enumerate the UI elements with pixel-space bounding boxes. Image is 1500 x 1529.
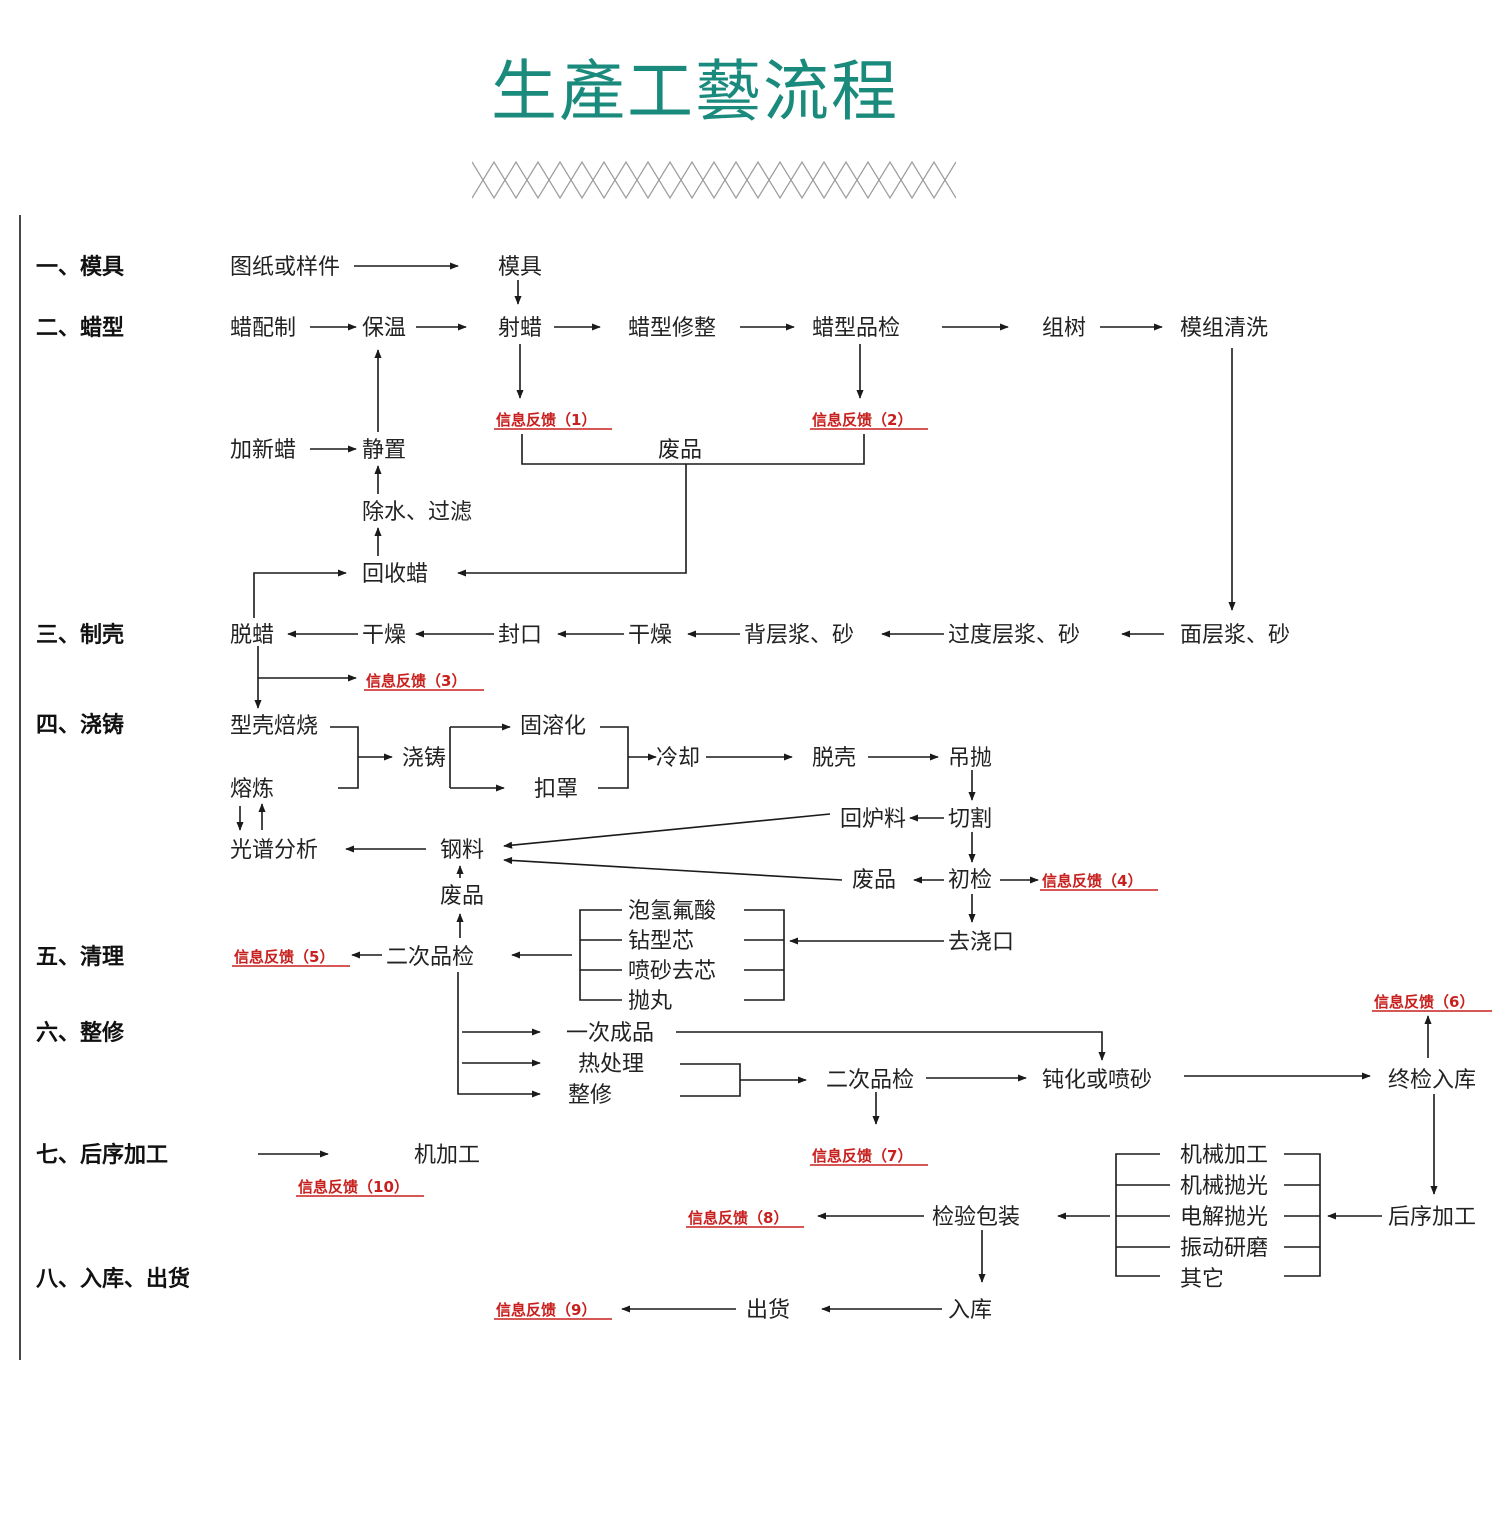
node-final-check: 终检入库 [1388,1068,1476,1093]
feedback-2: 信息反馈（2） [812,411,912,429]
node-post-process: 后序加工 [1388,1205,1476,1230]
node-recycle-wax: 回收蜡 [362,562,428,587]
section-casting-label: 四、浇铸 [36,712,124,738]
section-finishing-label: 六、整修 [36,1020,125,1046]
node-reject-second-check: 废品 [440,884,484,909]
feedback-5: 信息反馈（5） [234,948,334,966]
node-shot-blast: 抛丸 [628,989,672,1014]
node-mech-machining: 机械加工 [1180,1143,1268,1168]
node-inject-wax: 射蜡 [498,316,542,341]
node-other: 其它 [1180,1267,1224,1292]
node-mech-polish: 机械抛光 [1180,1174,1268,1199]
node-shell-remove: 脱壳 [812,746,856,771]
node-sandblast-core: 喷砂去芯 [628,959,716,984]
node-spectral-analysis: 光谱分析 [230,838,318,863]
node-return-material: 回炉料 [840,807,906,832]
feedback-10: 信息反馈（10） [298,1178,409,1196]
node-cut: 切割 [948,807,992,832]
node-hang-polish: 吊抛 [948,746,992,771]
node-solution: 固溶化 [520,714,586,739]
node-back-coat: 背层浆、砂 [744,623,854,648]
zigzag-ornament [472,160,956,200]
node-wax-check: 蜡型品检 [812,316,900,341]
section-cleaning-label: 五、清理 [36,944,124,970]
node-passivate: 钝化或喷砂 [1042,1068,1152,1093]
node-drill-core: 钻型芯 [628,929,694,954]
section-wax-label: 二、蜡型 [36,316,124,341]
node-face-coat: 面层浆、砂 [1180,623,1290,648]
node-second-check-2: 二次品检 [826,1068,914,1093]
node-mold: 模具 [498,255,542,280]
node-vibration-grind: 振动研磨 [1180,1236,1268,1261]
node-melt: 熔炼 [230,777,274,802]
feedback-4: 信息反馈（4） [1042,872,1142,890]
node-remove-gate: 去浇口 [948,930,1014,955]
feedback-6: 信息反馈（6） [1374,993,1474,1011]
node-add-wax: 加新蜡 [230,438,296,463]
node-machining: 机加工 [414,1143,480,1168]
node-dewax: 脱蜡 [230,623,274,648]
node-keep-warm: 保温 [362,316,406,341]
section-mold-label: 一、模具 [36,255,124,280]
node-dry-1: 干燥 [362,623,406,648]
node-shell-roast: 型壳焙烧 [230,714,318,739]
section-shell-label: 三、制壳 [36,623,124,648]
node-first-check: 初检 [948,868,992,893]
feedback-3: 信息反馈（3） [366,672,466,690]
section-store-ship-label: 八、入库、出货 [36,1266,190,1292]
node-heat-treat: 热处理 [578,1052,644,1077]
feedback-1: 信息反馈（1） [496,411,596,429]
node-hf-soak: 泡氢氟酸 [628,899,716,924]
node-wax-trim: 蜡型修整 [628,316,716,341]
node-electro-polish: 电解抛光 [1180,1205,1268,1230]
node-dry-2: 干燥 [628,623,672,648]
node-transition-coat: 过度层浆、砂 [948,623,1080,648]
node-repair: 整修 [568,1083,612,1108]
node-inspect-pack: 检验包装 [932,1205,1020,1230]
node-ship: 出货 [746,1298,790,1323]
feedback-9: 信息反馈（9） [496,1301,596,1319]
node-module-clean: 模组清洗 [1180,316,1268,341]
node-drawing: 图纸或样件 [230,255,340,280]
node-store: 入库 [948,1298,992,1323]
node-cool: 冷却 [656,746,700,771]
feedback-7: 信息反馈（7） [812,1147,912,1165]
node-first-product: 一次成品 [566,1021,654,1046]
node-wax-mix: 蜡配制 [230,316,296,341]
node-seal: 封口 [498,623,542,648]
feedback-8: 信息反馈（8） [688,1209,788,1227]
page-title: 生產工藝流程 [491,53,899,130]
node-cover: 扣罩 [534,777,578,802]
section-postprocess-label: 七、后序加工 [36,1142,168,1168]
connectors [236,262,1438,1313]
node-settle: 静置 [362,438,406,463]
node-reject-first-check: 废品 [852,868,896,893]
node-steel: 钢料 [440,838,484,863]
node-pour: 浇铸 [402,746,446,771]
node-second-check: 二次品检 [386,945,474,970]
node-dewater-filter: 除水、过滤 [362,500,472,525]
node-assemble-tree: 组树 [1042,316,1086,341]
node-reject-wax: 废品 [658,438,702,463]
